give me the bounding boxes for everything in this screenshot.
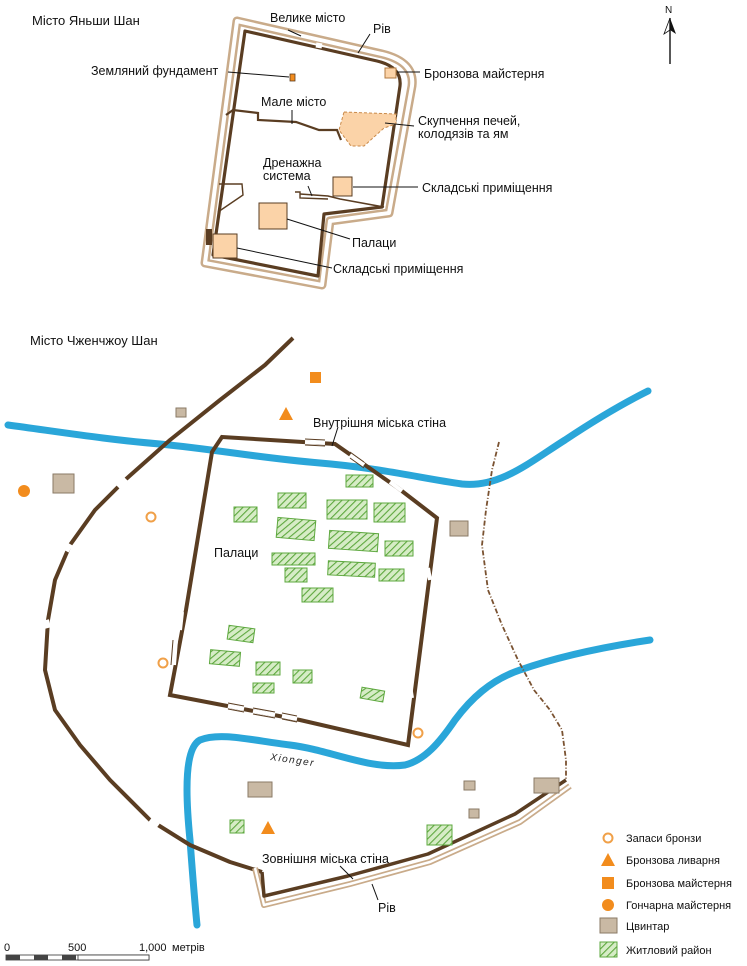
- map1-label-kilns-2: колодязів та ям: [418, 127, 508, 141]
- residential-block: [292, 669, 313, 684]
- map1-earth-foundation-marker: [289, 73, 296, 82]
- residential-block: [301, 587, 334, 603]
- legend-bronze-workshop-icon: [602, 877, 614, 889]
- bronze-foundry-marker: [261, 821, 275, 834]
- map1-small-city-wall: [225, 108, 343, 141]
- pottery-workshop-marker: [18, 485, 30, 497]
- legend-label: Цвинтар: [626, 921, 669, 933]
- bronze-hoard-marker: [145, 511, 157, 523]
- legend-pottery-workshop-icon: [602, 899, 614, 911]
- cemetery-marker: [247, 781, 273, 798]
- residential-block: [255, 661, 281, 676]
- residential-block: [327, 560, 376, 578]
- inner-city-wall: [167, 434, 440, 748]
- map1-title: Місто Яньши Шан: [32, 13, 140, 28]
- map1-label-drainage-2: система: [263, 169, 311, 183]
- residential-areas: [208, 474, 453, 846]
- river-label-xionger: Xionger: [269, 752, 316, 769]
- river-xionger: [183, 636, 654, 929]
- map1-label-moat: Рів: [373, 22, 391, 36]
- legend-label: Житловий район: [626, 945, 712, 957]
- bronze-foundry-marker: [279, 407, 293, 420]
- residential-block: [359, 686, 386, 703]
- legend-label: Бронзова ливарня: [626, 855, 720, 867]
- outer-wall-southeast: [260, 778, 567, 898]
- cemetery-marker: [533, 777, 560, 794]
- residential-block: [384, 540, 414, 557]
- residential-block: [252, 682, 275, 694]
- residential-block: [345, 474, 374, 488]
- residential-block: [271, 552, 316, 566]
- map2-label-palaces: Палаци: [214, 546, 258, 560]
- map1-label-storage-bottom: Складські приміщення: [333, 262, 463, 276]
- map1-label-big-city: Велике місто: [270, 11, 345, 25]
- residential-block: [277, 492, 307, 509]
- scale-tick-1000: 1,000: [139, 942, 167, 954]
- bronze-hoard-marker: [157, 657, 169, 669]
- scale-tick-500: 500: [68, 942, 86, 954]
- compass-label: N: [665, 5, 672, 16]
- map1-storage-bottom: [212, 233, 238, 259]
- legend-cemetery-icon: [599, 917, 618, 934]
- map1-label-palaces: Палаци: [352, 236, 396, 250]
- outer-wall-east: [481, 441, 567, 780]
- scale-tick-0: 0: [4, 942, 10, 954]
- residential-block: [373, 502, 406, 523]
- legend-label: Запаси бронзи: [626, 833, 701, 845]
- legend-label: Гончарна майстерня: [626, 900, 731, 912]
- residential-block: [284, 567, 308, 583]
- map2-label-inner-wall: Внутрішня міська стіна: [313, 416, 446, 430]
- map1-bronze-workshop-marker: [384, 67, 397, 79]
- map1-label-kilns-1: Скупчення печей,: [418, 114, 520, 128]
- map1-label-earth-foundation: Земляний фундамент: [91, 64, 218, 78]
- cemetery-marker: [449, 520, 469, 537]
- map2-title: Місто Чженчжоу Шан: [30, 333, 158, 348]
- cemetery-marker: [52, 473, 75, 494]
- map1-label-bronze-workshop: Бронзова майстерня: [424, 67, 544, 81]
- bronze-hoards: [145, 511, 424, 739]
- scale-bar: 0 500 1,000 метрів: [4, 942, 205, 961]
- cemetery-marker: [463, 780, 476, 791]
- residential-block: [233, 506, 258, 523]
- residential-block: [208, 649, 242, 667]
- scale-unit: метрів: [172, 942, 205, 954]
- residential-block: [426, 824, 453, 846]
- map1-kilns-cluster: [338, 111, 397, 147]
- legend: Запаси бронзи Бронзова ливарня Бронзова …: [599, 832, 732, 958]
- residential-block: [378, 568, 405, 582]
- map1-storage-right: [332, 176, 353, 197]
- map1-big-city-wall: [211, 29, 402, 278]
- residential-block: [327, 529, 380, 553]
- legend-bronze-hoard-icon: [602, 832, 614, 844]
- legend-label: Бронзова майстерня: [626, 878, 732, 890]
- cemetery-marker: [468, 808, 480, 819]
- map1-palace: [258, 202, 288, 230]
- cemeteries: [52, 407, 560, 819]
- map2-label-outer-wall: Зовнішня міська стіна: [262, 852, 389, 866]
- legend-bronze-foundry-icon: [601, 853, 615, 866]
- map1-wall-bastion: [206, 229, 212, 245]
- map2-label-moat: Рів: [378, 901, 396, 915]
- river-north: [4, 387, 652, 488]
- residential-block: [229, 819, 245, 834]
- bronze-hoard-marker: [412, 727, 424, 739]
- residential-block: [275, 516, 317, 542]
- map1-label-small-city: Мале місто: [261, 95, 326, 109]
- north-arrow-icon: N: [663, 5, 676, 64]
- residential-block: [326, 499, 368, 520]
- map1-label-drainage-1: Дренажна: [263, 156, 321, 170]
- cemetery-marker: [175, 407, 187, 418]
- residential-block: [226, 624, 256, 644]
- map1-label-storage-right: Складські приміщення: [422, 181, 552, 195]
- bronze-workshop-marker: [310, 372, 321, 383]
- legend-residential-icon: [599, 941, 618, 958]
